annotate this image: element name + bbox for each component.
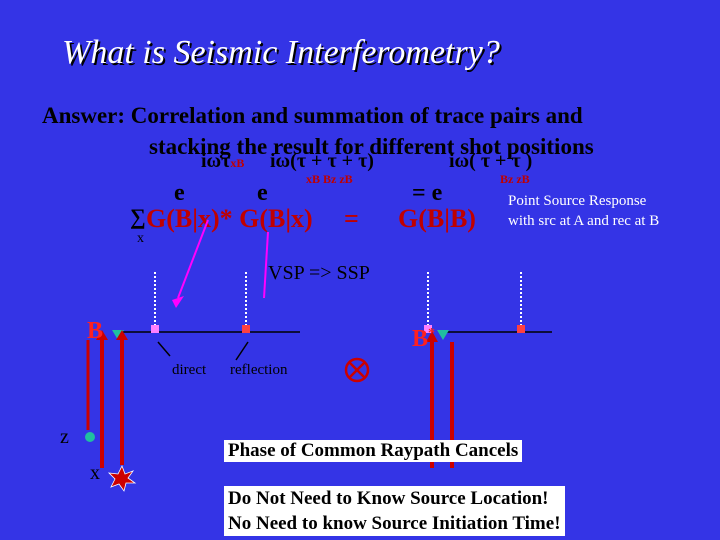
trace-marker-3	[424, 325, 432, 333]
no-need-line-1: Do Not Need to Know Source Location!	[228, 488, 549, 509]
no-need-line-2: No Need to know Source Initiation Time!	[228, 513, 561, 534]
equation-equals: =	[344, 204, 359, 233]
ray-arrow-right-1	[426, 331, 438, 342]
exponent-1: iωτxB	[201, 150, 245, 172]
direct-pointer	[157, 341, 171, 357]
answer-line-1: Answer: Correlation and summation of tra…	[42, 103, 583, 128]
exponent-2-subscripts: xB Bz zB	[306, 172, 353, 186]
phase-cancels-box: Phase of Common Raypath Cancels	[224, 440, 523, 462]
point-source-caption: Point Source Response with src at A and …	[508, 191, 659, 231]
point-source-line-2: with src at A and rec at B	[508, 213, 660, 229]
ray-arrow-up-1	[96, 330, 108, 340]
slide-title: What is Seismic Interferometry?	[62, 34, 500, 71]
label-z: z	[60, 426, 69, 448]
ray-arrow-up-2	[116, 330, 128, 340]
label-reflection: reflection	[230, 362, 288, 378]
label-direct: direct	[172, 362, 207, 378]
trace-marker-2	[242, 325, 250, 333]
annotation-arrow-1-head	[172, 296, 184, 308]
exp-equals: = e	[412, 180, 443, 206]
receiver-z	[85, 432, 95, 442]
label-B-left: B	[87, 318, 104, 344]
trace-marker-4	[517, 325, 525, 333]
label-B-right: B*	[412, 326, 436, 352]
answer-text: Answer: Correlation and summation of tra…	[42, 100, 594, 162]
exponent-3: iω( τ + τ )	[449, 150, 533, 172]
vsp-ssp-label: VSP => SSP	[268, 262, 370, 284]
label-x: x	[90, 462, 100, 484]
no-need-box: Do Not Need to Know Source Location! No …	[224, 486, 565, 536]
trace-marker-1	[151, 325, 159, 333]
exponent-3-subscripts: Bz zB	[500, 172, 530, 186]
annotation-arrow-2	[263, 231, 269, 299]
cancel-circle-icon	[344, 357, 370, 383]
exp-base-1: e	[174, 180, 185, 206]
equation-rhs: G(B|B)	[398, 204, 476, 233]
source-starburst	[107, 465, 137, 492]
exp-base-2: e	[257, 180, 268, 206]
reflection-pointer	[235, 341, 249, 361]
answer-line-2: stacking the result for different shot p…	[149, 134, 594, 159]
receiver-B-right	[437, 330, 449, 340]
point-source-line-1: Point Source Response	[508, 193, 647, 209]
cancel-x-icon-b	[349, 362, 365, 378]
annotation-arrow-1	[177, 219, 209, 299]
equation-lhs: G(B|x)* G(B|x)	[146, 204, 313, 233]
sum-symbol: ∑	[130, 204, 146, 229]
exponent-2: iω(τ + τ + τ)	[270, 150, 374, 172]
sum-index: x	[137, 231, 144, 246]
